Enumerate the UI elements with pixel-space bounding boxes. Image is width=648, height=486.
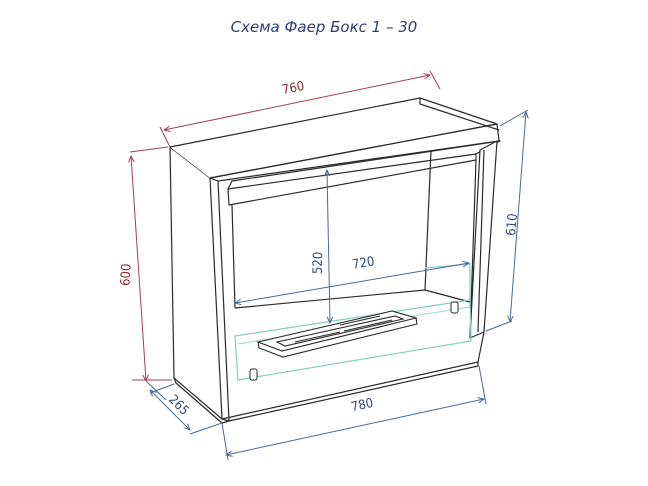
red-dimension-lines — [130, 70, 441, 381]
diagram-title: Схема Фаер Бокс 1 – 30 — [230, 18, 418, 36]
label-760: 760 — [281, 79, 306, 98]
dim-line-265 — [150, 390, 190, 430]
fireplace-body — [169, 97, 501, 424]
label-520: 520 — [311, 252, 326, 275]
clip-left — [249, 368, 258, 381]
clip-right — [450, 301, 459, 314]
label-600: 600 — [118, 263, 134, 286]
blue-dimension-lines — [145, 109, 528, 461]
inner-lid — [227, 140, 501, 190]
burner — [256, 310, 419, 358]
dim-line-610 — [510, 112, 526, 322]
label-780: 780 — [350, 396, 375, 415]
dim-line-780 — [226, 399, 484, 455]
label-610: 610 — [504, 213, 521, 237]
dim-line-720 — [235, 263, 469, 303]
dim-line-600 — [131, 156, 146, 381]
dim-line-520 — [327, 170, 330, 323]
front-left-post — [169, 146, 223, 420]
glass-clips — [249, 301, 459, 381]
dim-line-760 — [164, 75, 430, 130]
label-265: 265 — [165, 392, 191, 418]
label-720: 720 — [351, 254, 375, 272]
